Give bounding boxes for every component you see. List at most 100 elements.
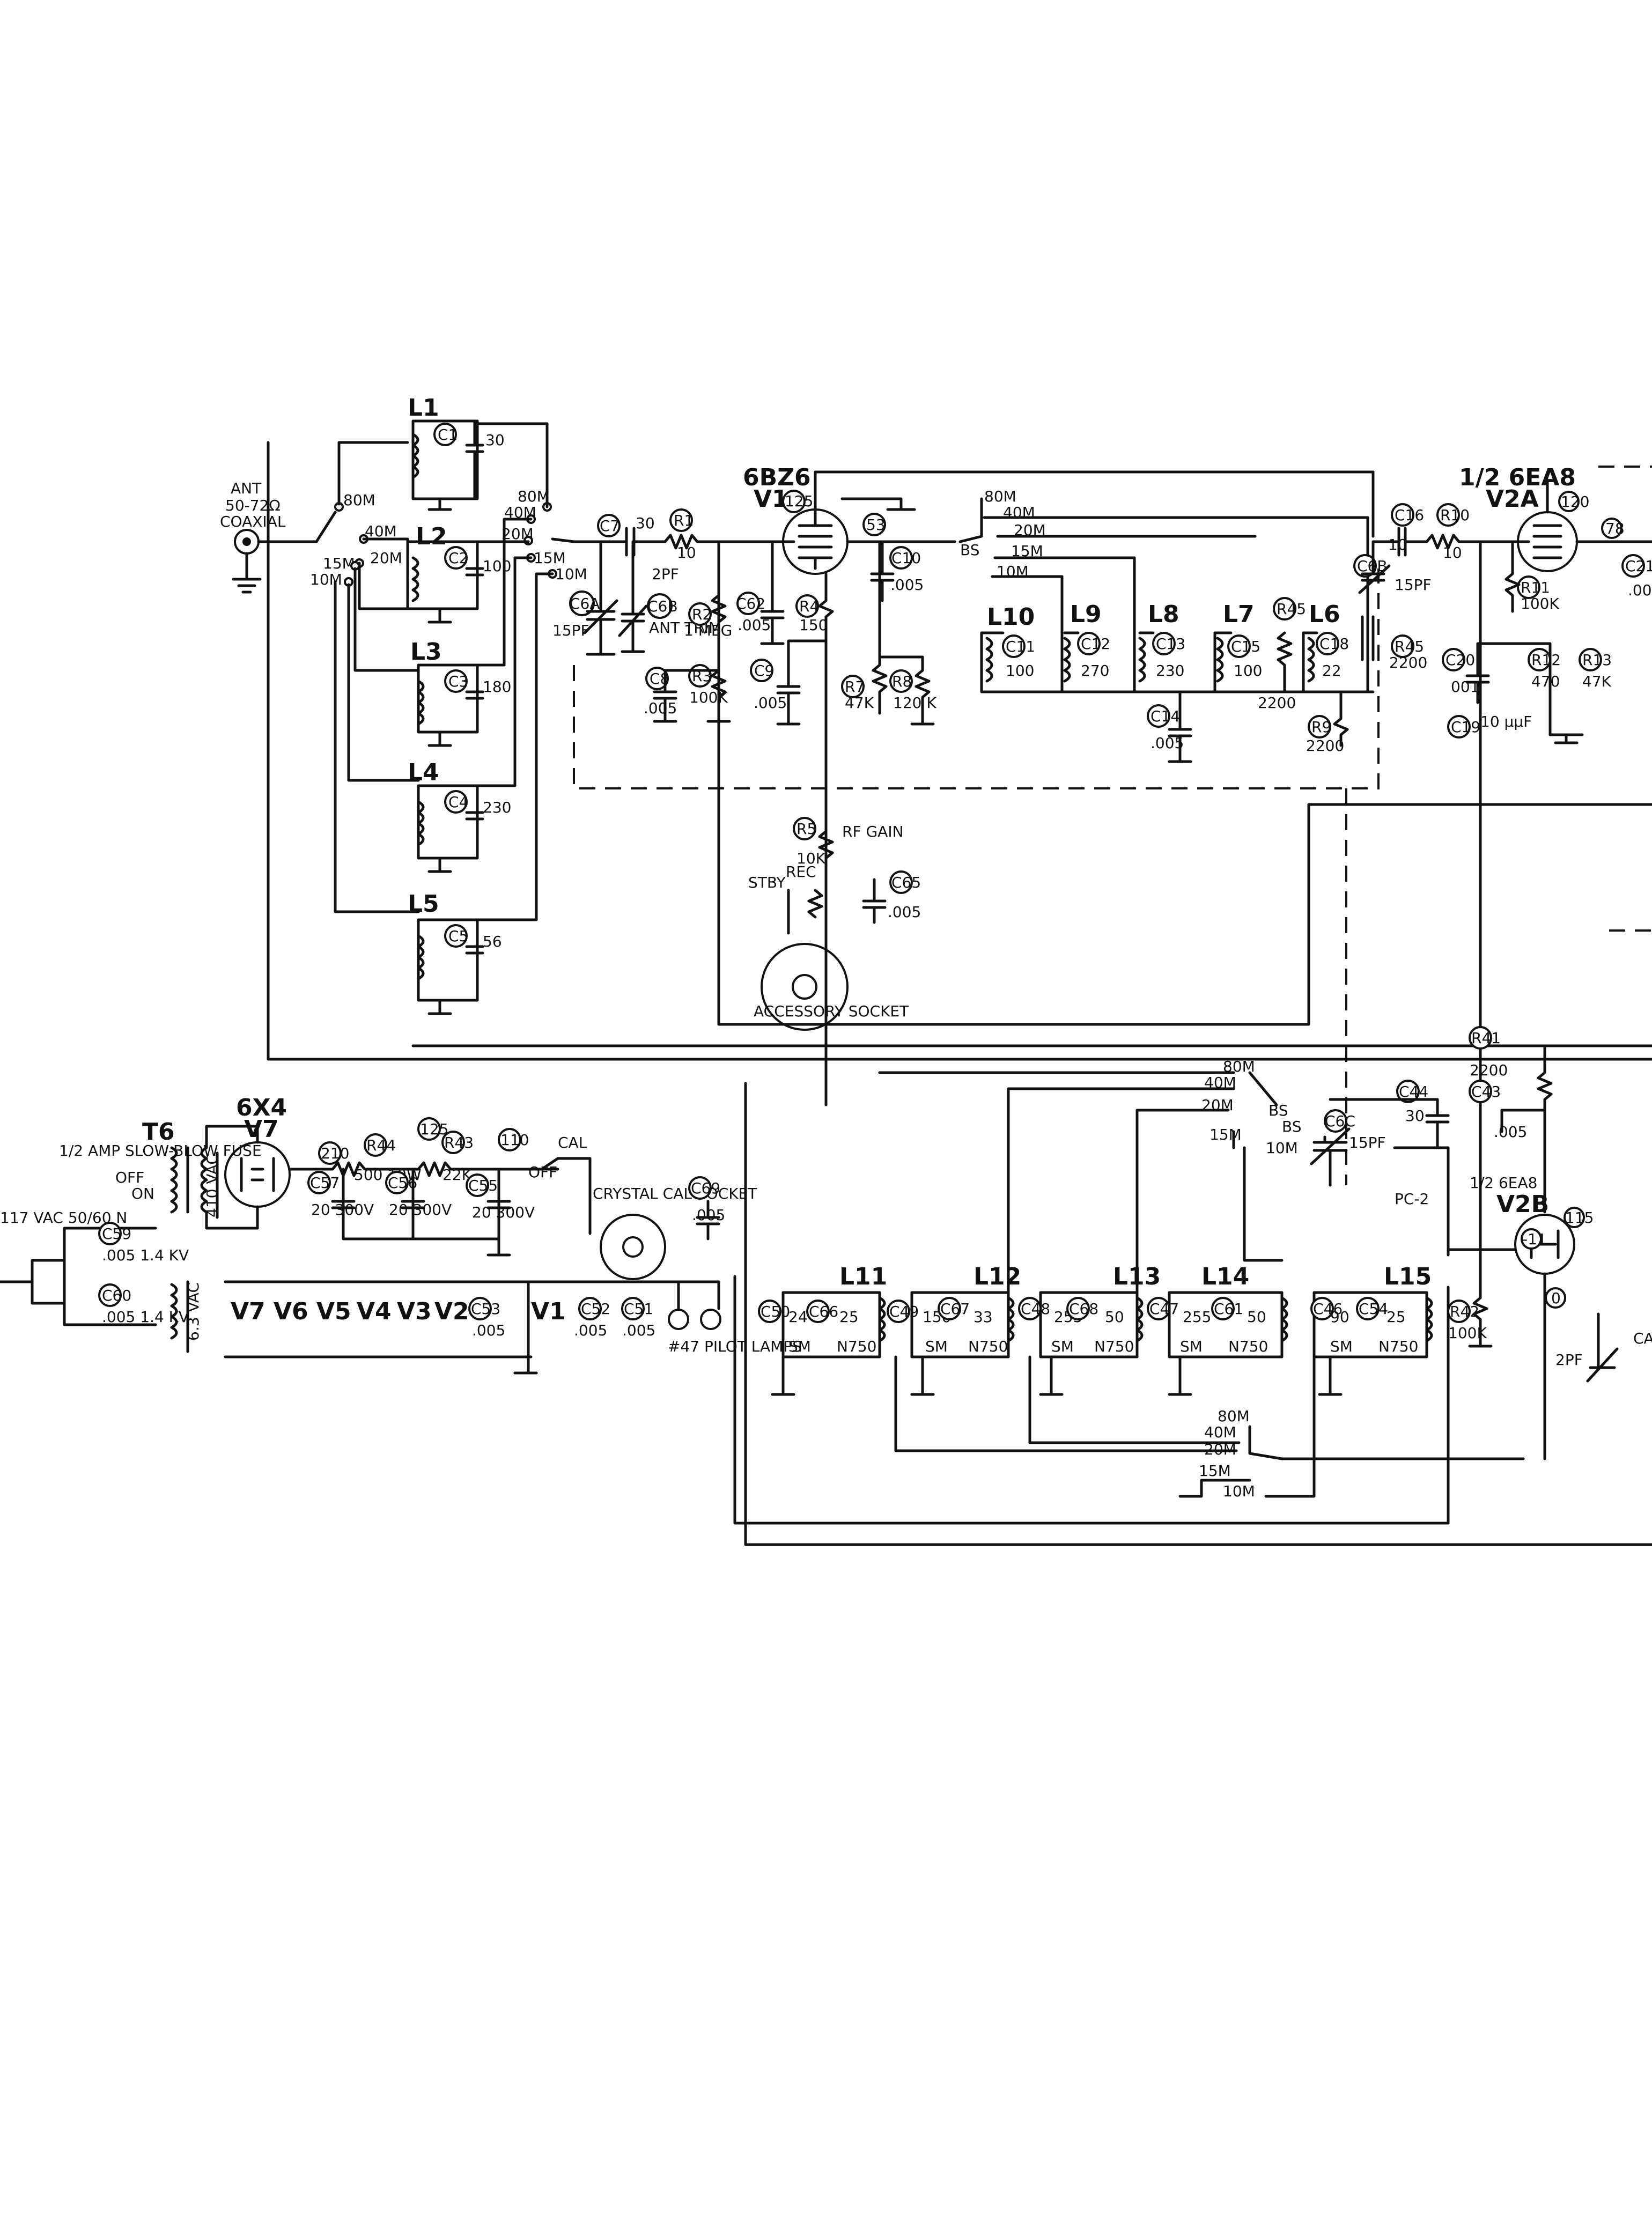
res-R13: R13 — [1582, 651, 1612, 669]
res-R4: R4 — [799, 597, 819, 615]
cap-C16: C16 — [1395, 506, 1424, 524]
res-R12-value: 470 — [1531, 673, 1560, 690]
buses — [267, 441, 1652, 1106]
res-R9-value: 2200 — [1306, 737, 1344, 755]
coil-L15: L15 — [1384, 1263, 1432, 1290]
cap-C68: C68 — [1069, 1300, 1098, 1318]
tube-V2A-ref: V2A — [1486, 485, 1539, 513]
cap-C20: C20 — [1446, 651, 1475, 669]
res-R11: R11 — [1521, 579, 1550, 596]
res-R5-value: 10K — [796, 850, 826, 867]
cal-label: CAL — [558, 1134, 587, 1151]
cap-C54: C54 — [1359, 1300, 1388, 1318]
cap-C14-value: .005 — [1150, 734, 1184, 752]
cap-C1: C1 — [438, 426, 458, 444]
cap-C49: C49 — [889, 1303, 919, 1320]
cap-C6A-note: 15PF — [552, 622, 589, 639]
cap-C6B-osc-note: 15PF — [1395, 576, 1432, 594]
transformer-T6: T6 — [142, 1118, 175, 1146]
v1-plate-voltage: 125 — [785, 492, 813, 510]
sw-e-15m: 15M — [1199, 1462, 1231, 1480]
cap-C9-value: .005 — [754, 694, 787, 712]
cap-C53: C53 — [471, 1300, 500, 1318]
cap-C6C-note: 15PF — [1349, 1134, 1386, 1151]
v2b-cal-ref: CAL REF — [1633, 1330, 1652, 1347]
cap-C1-value: 30 — [485, 431, 505, 449]
rect-tube-ref: V7 — [244, 1116, 279, 1143]
cap-C67-value: 33 — [974, 1308, 993, 1326]
cap-C62: C62 — [736, 595, 765, 612]
tube-V1-type: 6BZ6 — [743, 464, 811, 491]
coil-L5: L5 — [408, 890, 439, 918]
band-switch-coil: 80M 40M 20M 15M 10M — [476, 422, 608, 921]
cap-C3: C3 — [448, 673, 468, 690]
cap-C43-value: .005 — [1494, 1123, 1527, 1141]
sw-b-80m: 80M — [518, 488, 550, 505]
v2b-trim-note: 2PF — [1555, 1351, 1583, 1369]
cap-C49-type: SM — [925, 1338, 948, 1355]
accessory-socket-label: ACCESSORY SOCKET — [754, 1002, 909, 1020]
coil-L3: L3 — [410, 638, 442, 666]
cap-C48-type: SM — [1051, 1338, 1074, 1355]
cap-C57-value: 20 300V — [311, 1201, 374, 1219]
antenna-input: ANT 50-72Ω COAXIAL — [220, 479, 318, 594]
rf-gain: R5 RF GAIN 10K STBY REC ACCESSORY SOCKET… — [748, 817, 921, 1031]
pilot-lamp-1 — [668, 1309, 689, 1330]
cap-C6C: C6C — [1325, 1112, 1355, 1130]
v2a-plate-voltage: 120 — [1561, 493, 1589, 511]
cap-C2-value: 100 — [483, 557, 511, 575]
gang-lines — [573, 466, 1652, 1185]
cap-C20-value: 001 — [1451, 678, 1479, 696]
cap-C68-value: 50 — [1105, 1308, 1124, 1326]
sw-a-40m: 40M — [365, 522, 397, 540]
sw-b-15m: 15M — [534, 549, 566, 567]
cap-C67-type: N750 — [968, 1338, 1008, 1355]
cap-C47-value: 255 — [1183, 1308, 1211, 1326]
cap-C47: C47 — [1149, 1300, 1179, 1318]
cap-C4-value: 230 — [483, 799, 511, 816]
cap-C56: C56 — [388, 1174, 417, 1192]
cap-C61-type: N750 — [1228, 1338, 1268, 1355]
coil-L9: L9 — [1070, 601, 1102, 628]
cap-C50-type: SM — [788, 1338, 811, 1355]
cap-C46-value: 90 — [1330, 1308, 1349, 1326]
res-R11-value: 100K — [1521, 595, 1559, 612]
cap-C15-value: 100 — [1234, 662, 1262, 680]
res-R8: R8 — [892, 673, 912, 690]
cap-C46: C46 — [1313, 1300, 1343, 1318]
tube-V2B-type: 1/2 6EA8 — [1470, 1174, 1537, 1192]
cap-C5-value: 56 — [483, 933, 502, 950]
sw-a-20m: 20M — [370, 549, 402, 567]
cap-C59: C59 — [102, 1225, 131, 1243]
cap-C13-value: 230 — [1156, 662, 1184, 680]
bplus-210: 210 — [321, 1145, 349, 1162]
osc-bs-note: BS — [1282, 1118, 1302, 1135]
cap-C16-value: 10 — [1388, 536, 1407, 553]
cap-C19-value: 10 µµF — [1480, 713, 1532, 730]
res-R41: R41 — [1471, 1029, 1501, 1047]
res-R46: R45 — [1395, 638, 1424, 655]
cap-C59-value: .005 1.4 KV — [102, 1246, 189, 1264]
cap-C11-value: 100 — [1006, 662, 1034, 680]
cap-C4: C4 — [448, 793, 468, 811]
cap-C18: C18 — [1319, 635, 1349, 653]
cap-C8-value: .005 — [644, 699, 677, 717]
cap-C12-value: 270 — [1081, 662, 1109, 680]
coil-bank-left: L1 C1 30 L2 C2 100 L3 C3 180 L4 C4 230 L… — [406, 394, 511, 1015]
hv-ac-label: 410 VAC — [203, 1154, 221, 1217]
rf-gain-stby: STBY — [748, 874, 786, 891]
res-R13-value: 47K — [1582, 673, 1612, 690]
v2b-grid-voltage: -11 — [1522, 1230, 1547, 1248]
power-supply: T6 6X4 V7 410 VAC 1/2 AMP SLOW-BLOW FUSE… — [0, 1094, 802, 1375]
cap-C51: C51 — [624, 1300, 653, 1318]
cap-C61-value: 50 — [1247, 1308, 1266, 1326]
cap-C52-value: .005 — [574, 1321, 607, 1339]
fuse-label: 1/2 AMP SLOW-BLOW FUSE — [59, 1142, 262, 1160]
coil-L14: L14 — [1201, 1263, 1249, 1290]
tube-V2A: 1/2 6EA8 V2A 120 78 C16 10 R10 10 C6B 15… — [1353, 464, 1652, 1251]
cap-C5: C5 — [448, 927, 468, 945]
rf-gain-rec: REC — [786, 863, 816, 881]
cap-C21: C21 — [1625, 557, 1652, 575]
cap-C68-type: N750 — [1094, 1338, 1134, 1355]
res-R46-value: 2200 — [1389, 654, 1427, 671]
